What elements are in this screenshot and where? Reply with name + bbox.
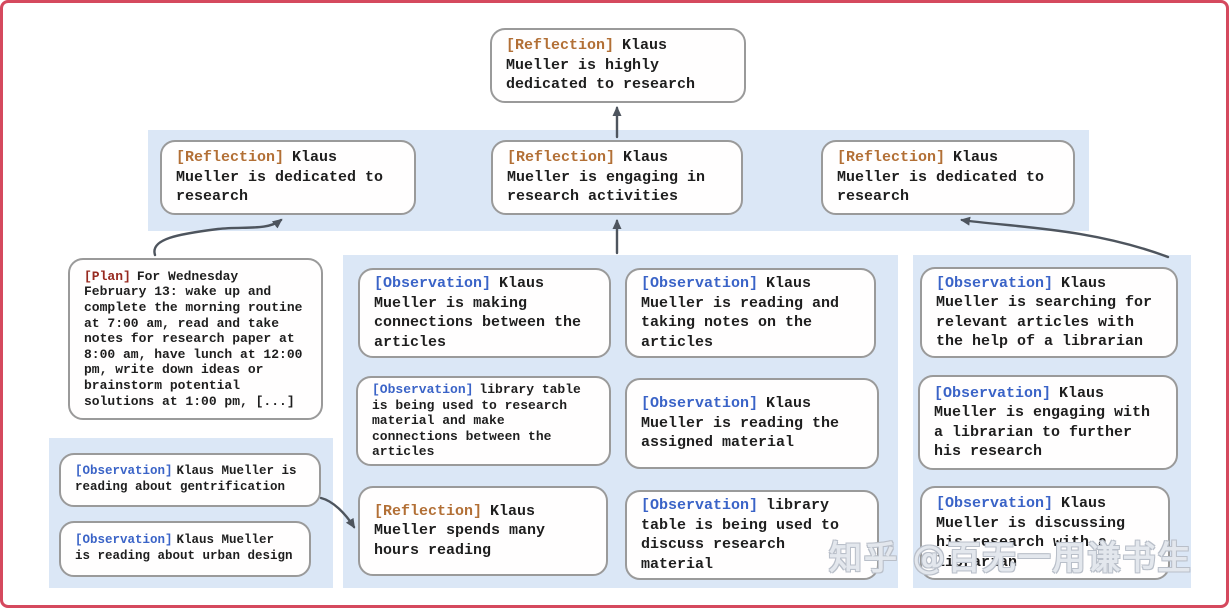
node-reflection-root: [Reflection]Klaus Mueller is highly dedi… (490, 28, 746, 103)
observation-tag: [Observation] (936, 274, 1054, 292)
node-observation-engaging-librarian: [Observation]Klaus Mueller is engaging w… (918, 375, 1178, 470)
node-text: [Plan]For Wednesday February 13: wake up… (84, 269, 307, 409)
node-text: [Observation]Klaus Mueller is reading an… (641, 274, 860, 352)
node-reflection-hours-reading: [Reflection]Klaus Mueller spends many ho… (358, 486, 608, 576)
node-text: [Observation]Klaus Mueller is engaging w… (934, 384, 1162, 462)
node-text: [Observation]library table is being used… (641, 496, 863, 574)
observation-tag: [Observation] (641, 497, 759, 514)
node-observation-gentrification: [Observation]Klaus Mueller is reading ab… (59, 453, 321, 507)
node-body: library table is being used to discuss r… (641, 497, 840, 573)
node-observation-library-discuss: [Observation]library table is being used… (625, 490, 879, 580)
node-observation-assigned-material: [Observation]Klaus Mueller is reading th… (625, 378, 879, 469)
observation-tag: [Observation] (75, 533, 173, 548)
node-reflection-right: [Reflection]Klaus Mueller is dedicated t… (821, 140, 1075, 215)
node-text: [Reflection]Klaus Mueller is dedicated t… (176, 148, 400, 207)
observation-tag: [Observation] (936, 495, 1054, 512)
observation-tag: [Observation] (374, 275, 492, 292)
node-observation-urban-design: [Observation]Klaus Mueller is reading ab… (59, 521, 311, 577)
node-text: [Reflection]Klaus Mueller is engaging in… (507, 148, 727, 207)
reflection-tag: [Reflection] (506, 37, 615, 55)
node-text: [Reflection]Klaus Mueller is highly dedi… (506, 36, 730, 95)
node-text: [Reflection]Klaus Mueller spends many ho… (374, 502, 592, 561)
reflection-tag: [Reflection] (374, 502, 483, 520)
node-text: [Observation]Klaus Mueller is reading ab… (75, 533, 295, 564)
node-body: Klaus Mueller is dedicated to research (176, 149, 384, 206)
node-text: [Reflection]Klaus Mueller is dedicated t… (837, 148, 1059, 207)
observation-tag: [Observation] (641, 395, 759, 413)
observation-tag: [Observation] (372, 382, 474, 398)
node-body: Klaus Mueller is engaging with a librari… (934, 384, 1151, 461)
node-text: [Observation]library table is being used… (372, 382, 595, 460)
node-reflection-left: [Reflection]Klaus Mueller is dedicated t… (160, 140, 416, 215)
node-body: Klaus Mueller is dedicated to research (837, 149, 1045, 206)
node-body: Klaus Mueller spends many hours reading (374, 502, 546, 559)
node-body: Klaus Mueller is reading and taking note… (641, 275, 840, 351)
node-reflection-middle: [Reflection]Klaus Mueller is engaging in… (491, 140, 743, 215)
node-body: Klaus Mueller is making connections betw… (374, 275, 582, 351)
node-text: [Observation]Klaus Mueller is making con… (374, 274, 595, 352)
node-text: [Observation]Klaus Mueller is reading th… (641, 394, 863, 453)
reflection-tag: [Reflection] (176, 149, 285, 167)
node-body: Klaus Mueller is reading about urban des… (75, 533, 293, 563)
observation-tag: [Observation] (641, 275, 759, 292)
node-body: Klaus Mueller is searching for relevant … (936, 274, 1153, 351)
node-body: Klaus Mueller is highly dedicated to res… (506, 37, 696, 94)
node-body: Klaus Mueller is discussing his research… (936, 495, 1126, 571)
node-observation-connections: [Observation]Klaus Mueller is making con… (358, 268, 611, 358)
node-body: Klaus Mueller is reading about gentrific… (75, 464, 297, 494)
node-observation-searching-articles: [Observation]Klaus Mueller is searching … (920, 267, 1178, 358)
observation-tag: [Observation] (934, 384, 1052, 402)
observation-tag: [Observation] (75, 464, 173, 479)
node-text: [Observation]Klaus Mueller is searching … (936, 274, 1162, 352)
node-plan: [Plan]For Wednesday February 13: wake up… (68, 258, 323, 420)
reflection-tag: [Reflection] (507, 149, 616, 167)
node-observation-library-research: [Observation]library table is being used… (356, 376, 611, 466)
node-text: [Observation]Klaus Mueller is reading ab… (75, 464, 305, 495)
node-body: For Wednesday February 13: wake up and c… (84, 268, 303, 409)
reflection-tag: [Reflection] (837, 149, 946, 167)
node-body: library table is being used to research … (372, 382, 581, 460)
node-observation-taking-notes: [Observation]Klaus Mueller is reading an… (625, 268, 876, 358)
node-observation-discussing-librarian: [Observation]Klaus Mueller is discussing… (920, 486, 1170, 580)
node-text: [Observation]Klaus Mueller is discussing… (936, 494, 1154, 572)
node-body: Klaus Mueller is reading the assigned ma… (641, 395, 840, 452)
node-body: Klaus Mueller is engaging in research ac… (507, 149, 706, 206)
plan-tag: [Plan] (84, 268, 131, 284)
